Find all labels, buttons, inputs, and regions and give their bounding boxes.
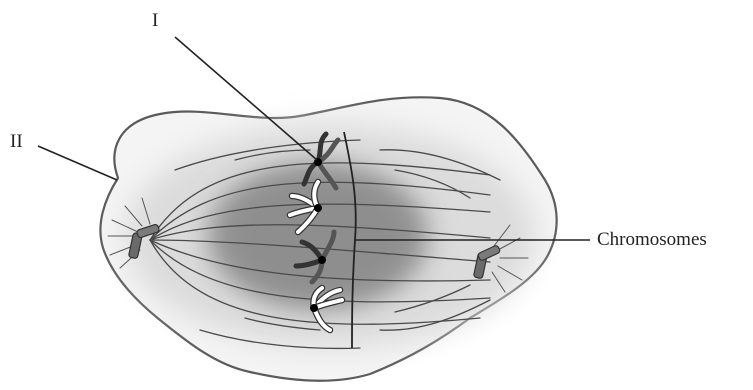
label-i: I (152, 11, 158, 30)
label-ii: II (10, 132, 23, 151)
leader-line-ii (38, 146, 117, 180)
label-chromosomes: Chromosomes (597, 230, 707, 249)
